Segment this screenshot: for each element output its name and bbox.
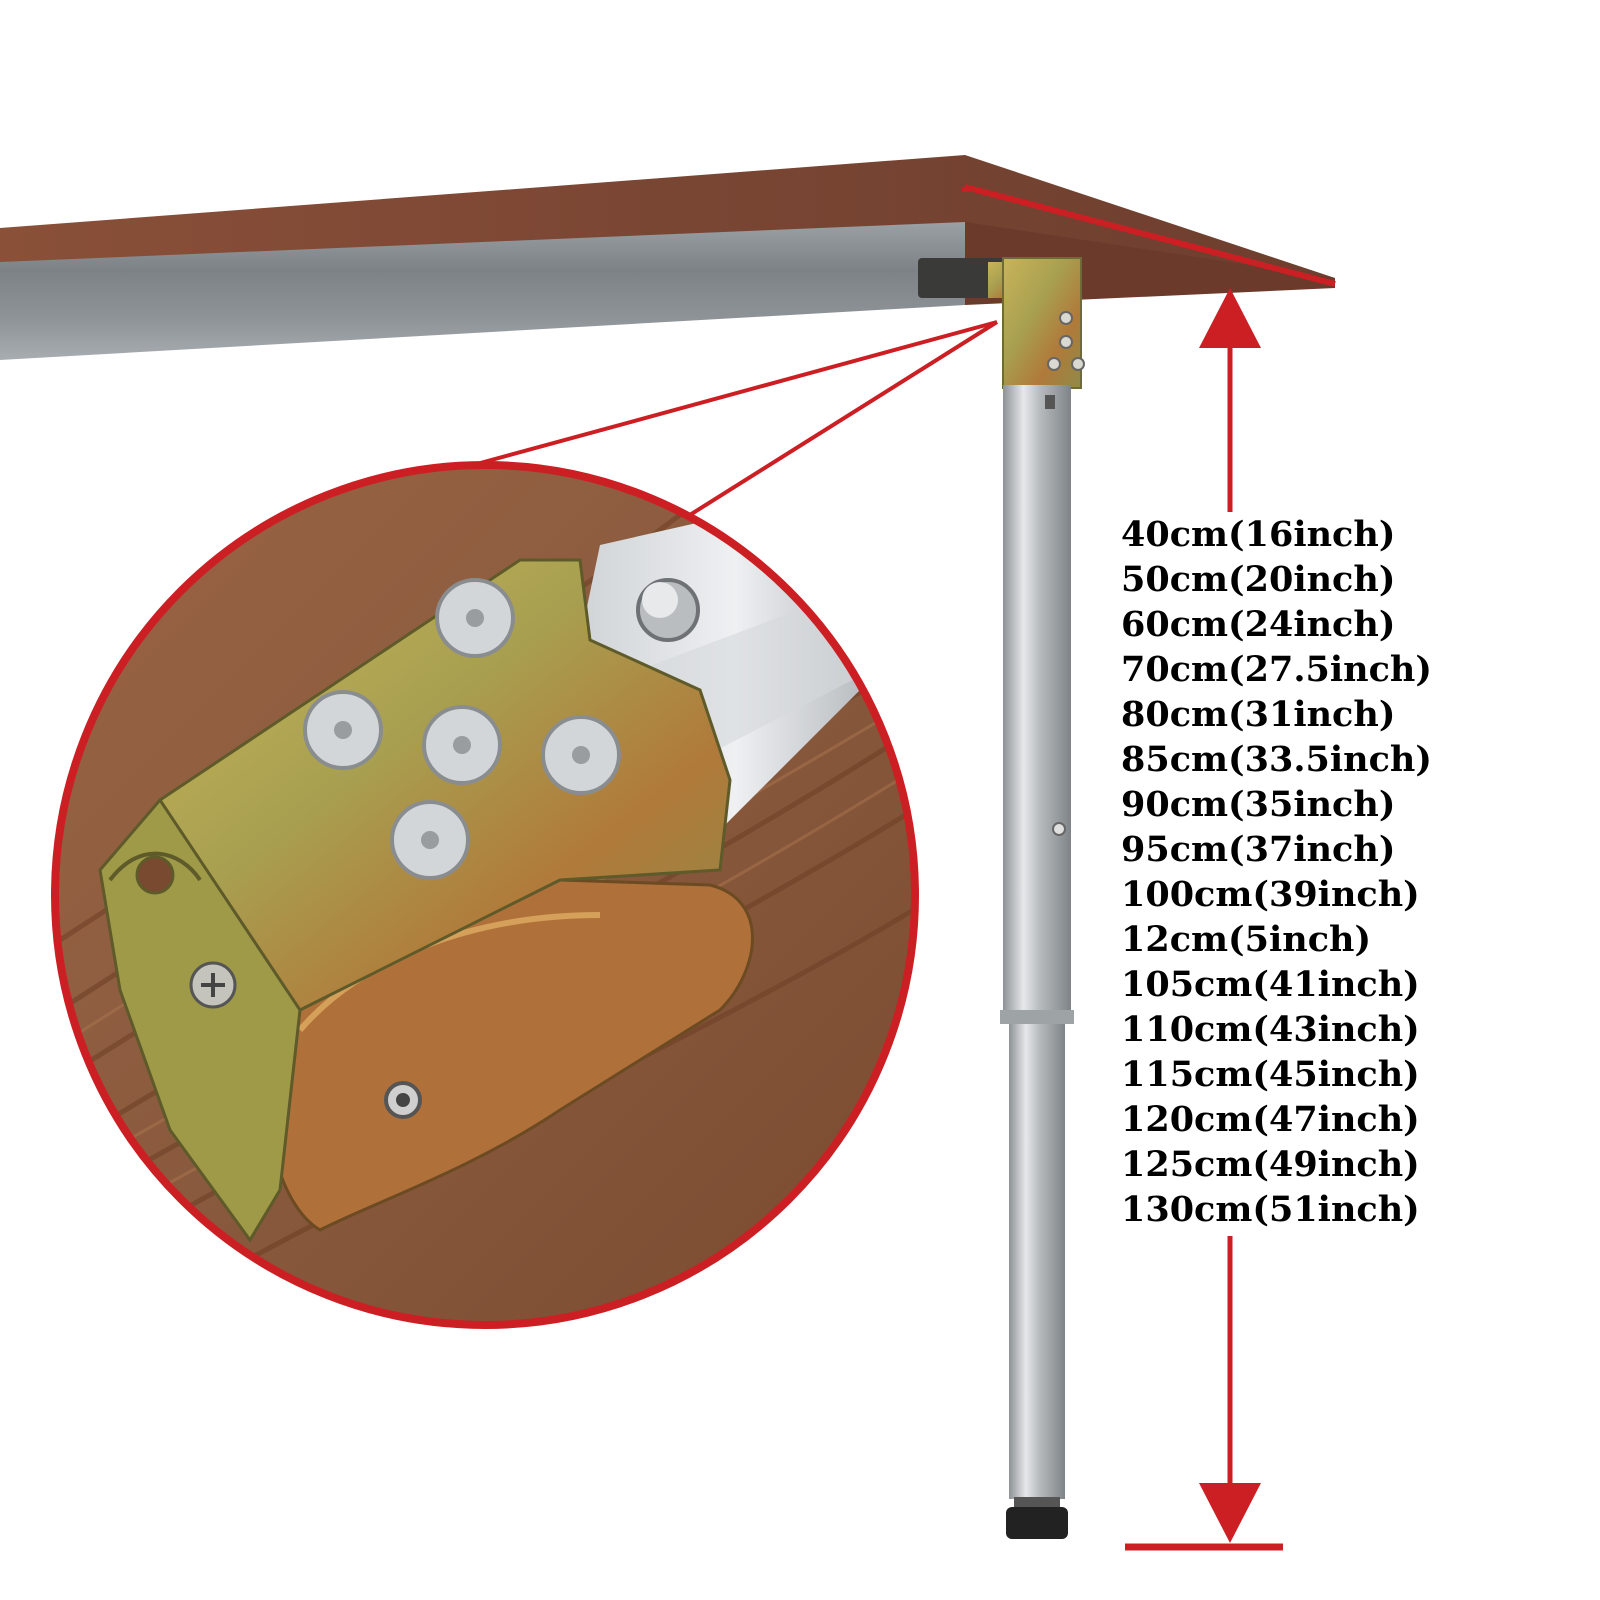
size-option: 110cm(43inch) xyxy=(1121,1009,1420,1050)
size-option: 40cm(16inch) xyxy=(1121,514,1396,555)
table-top xyxy=(0,155,1336,360)
size-option: 12cm(5inch) xyxy=(1121,919,1372,960)
size-option: 50cm(20inch) xyxy=(1121,559,1396,600)
magnifier-circle-icon xyxy=(51,461,919,1329)
top-bracket xyxy=(918,257,1085,389)
rivets xyxy=(303,578,621,880)
size-option: 60cm(24inch) xyxy=(1121,604,1396,645)
size-option: 120cm(47inch) xyxy=(1121,1099,1420,1140)
size-options-list: 40cm(16inch) 50cm(20inch) 60cm(24inch) 7… xyxy=(1115,512,1438,1236)
size-option: 105cm(41inch) xyxy=(1121,964,1420,1005)
size-option: 80cm(31inch) xyxy=(1121,694,1396,735)
size-option: 70cm(27.5inch) xyxy=(1121,649,1432,690)
size-option: 95cm(37inch) xyxy=(1121,829,1396,870)
table-leg xyxy=(1000,385,1074,1539)
size-option: 100cm(39inch) xyxy=(1121,874,1420,915)
size-option: 90cm(35inch) xyxy=(1121,784,1396,825)
callout-lines xyxy=(461,320,999,520)
size-option: 125cm(49inch) xyxy=(1121,1144,1420,1185)
size-option: 85cm(33.5inch) xyxy=(1121,739,1432,780)
size-option: 130cm(51inch) xyxy=(1121,1189,1420,1230)
size-option: 115cm(45inch) xyxy=(1121,1054,1420,1095)
